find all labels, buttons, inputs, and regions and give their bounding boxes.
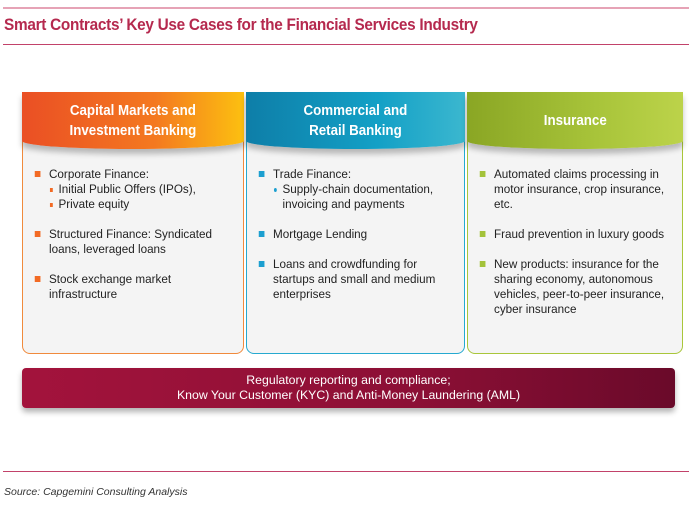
item-text: Trade Finance: [273,167,352,181]
bullet-icon [34,276,41,282]
sub-item-text: Private equity [58,197,130,211]
bullet-icon [273,188,277,192]
item-text: Structured Finance: Syndicated loans, le… [49,227,212,256]
bullet-icon [49,203,53,207]
bullet-icon [34,231,41,237]
list-item: Trade Finance: Supply-chain documentatio… [258,167,447,212]
bullet-icon [479,171,486,177]
bullet-icon [258,261,265,267]
title-divider [3,44,689,45]
header-line: Commercial and [303,102,408,119]
use-case-list: Trade Finance: Supply-chain documentatio… [247,149,464,302]
item-text: Stock exchange market infrastructure [49,272,172,301]
list-item: Loans and crowdfunding for startups and … [258,257,447,302]
use-case-list: Corporate Finance: Initial Public Offers… [23,149,243,302]
bottom-divider [3,471,689,472]
page-title: Smart Contracts’ Key Use Cases for the F… [4,16,478,34]
list-item: Stock exchange market infrastructure [34,272,226,302]
bullet-icon [49,188,53,192]
item-text: Automated claims processing in motor ins… [494,167,665,211]
list-item: Corporate Finance: Initial Public Offers… [34,167,226,212]
sub-item-text: Supply-chain documentation, invoicing an… [282,182,434,211]
card-insurance: Insurance Automated claims processing in… [467,92,683,354]
bullet-icon [258,231,265,237]
list-item: New products: insurance for the sharing … [479,257,665,317]
bullet-icon [479,261,486,267]
bullet-icon [34,171,41,177]
header-line: Capital Markets and [69,102,197,119]
bullet-icon [479,231,486,237]
bullet-icon [258,171,265,177]
header-line: Insurance [543,112,607,129]
item-text: Mortgage Lending [273,227,368,241]
sub-item: Private equity [49,197,226,212]
list-item: Automated claims processing in motor ins… [479,167,665,212]
card-header: Insurance [467,92,683,149]
header-line: Retail Banking [309,122,402,139]
sub-item: Initial Public Offers (IPOs), [49,182,226,197]
item-text: Fraud prevention in luxury goods [494,227,665,241]
top-divider [3,7,689,9]
item-text: Loans and crowdfunding for startups and … [273,257,436,301]
list-item: Structured Finance: Syndicated loans, le… [34,227,226,257]
item-text: Corporate Finance: [49,167,150,181]
sub-item-text: Initial Public Offers (IPOs), [58,182,196,196]
source-note: Source: Capgemini Consulting Analysis [4,486,188,498]
regulatory-bar: Regulatory reporting and compliance; Kno… [22,368,675,408]
bar-line: Know Your Customer (KYC) and Anti-Money … [176,388,521,402]
item-text: New products: insurance for the sharing … [494,257,665,316]
bar-line: Regulatory reporting and compliance; [246,373,451,387]
list-item: Mortgage Lending [258,227,447,242]
use-case-list: Automated claims processing in motor ins… [468,149,682,317]
sub-item: Supply-chain documentation, invoicing an… [273,182,447,212]
list-item: Fraud prevention in luxury goods [479,227,665,242]
header-line: Investment Banking [69,122,197,139]
